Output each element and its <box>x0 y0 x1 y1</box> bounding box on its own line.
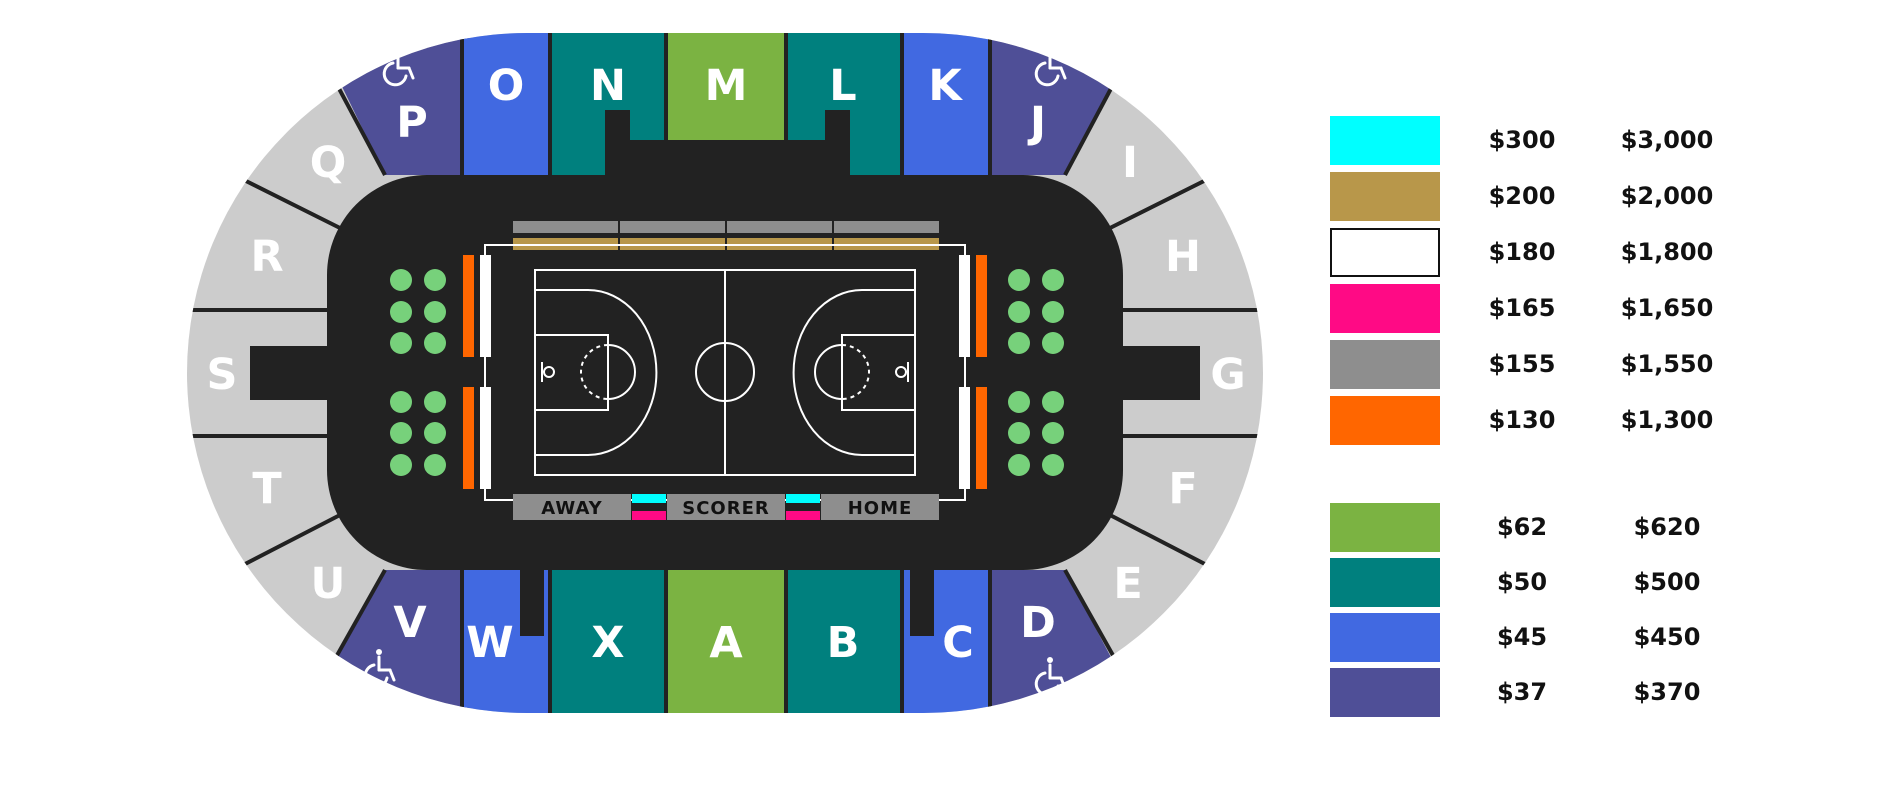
section-label-k: K <box>928 61 963 111</box>
legend-row: $180 $1,800 <box>1330 228 1750 277</box>
seating-map: AWAY SCORER HOME <box>187 0 1263 760</box>
section-label-h: H <box>1165 232 1201 282</box>
legend-swatch <box>1330 503 1440 552</box>
legend-price-alt: $370 <box>1633 678 1701 706</box>
legend-price: $200 <box>1488 182 1556 210</box>
wheelchair-icon <box>1034 657 1067 697</box>
legend-price-alt: $1,800 <box>1620 238 1714 266</box>
legend-swatch <box>1330 340 1440 389</box>
section-a[interactable] <box>667 570 785 760</box>
legend-price-alt: $1,550 <box>1620 350 1714 378</box>
legend-price-alt: $3,000 <box>1620 126 1714 154</box>
section-label-b: B <box>827 618 860 668</box>
courtside-seats[interactable] <box>390 269 1064 476</box>
legend-swatch <box>1330 172 1440 221</box>
section-label-f: F <box>1168 464 1197 514</box>
section-label-i: I <box>1122 138 1138 188</box>
legend-price: $45 <box>1496 623 1548 651</box>
section-label-d: D <box>1020 598 1056 648</box>
scorer-table-label: SCORER <box>682 498 770 519</box>
section-label-l: L <box>829 61 856 111</box>
legend-row: $155 $1,550 <box>1330 340 1750 389</box>
legend-row: $50 $500 <box>1330 558 1750 607</box>
wheelchair-icon <box>382 47 415 87</box>
legend-price-alt: $620 <box>1633 513 1701 541</box>
section-label-a: A <box>709 618 743 668</box>
section-x[interactable] <box>551 570 666 760</box>
legend-price: $37 <box>1496 678 1548 706</box>
section-label-g: G <box>1210 350 1245 400</box>
legend-price: $62 <box>1496 513 1548 541</box>
away-bench-label: AWAY <box>541 498 602 519</box>
legend-swatch <box>1330 396 1440 445</box>
section-label-s: S <box>207 350 238 400</box>
legend-price-alt: $1,300 <box>1620 406 1714 434</box>
section-label-q: Q <box>310 138 347 188</box>
legend-price: $165 <box>1488 294 1556 322</box>
section-label-t: T <box>252 464 282 514</box>
wheelchair-icon <box>1034 47 1067 87</box>
legend-price: $300 <box>1488 126 1556 154</box>
legend-price-alt: $450 <box>1633 623 1701 651</box>
home-bench-label: HOME <box>848 498 913 519</box>
legend-price: $130 <box>1488 406 1556 434</box>
wheelchair-icon <box>363 649 396 689</box>
section-k[interactable] <box>902 0 990 175</box>
section-b[interactable] <box>786 570 901 760</box>
section-label-c: C <box>942 618 974 668</box>
legend-swatch <box>1330 613 1440 662</box>
section-label-v: V <box>393 598 427 648</box>
section-label-r: R <box>250 232 283 282</box>
legend-swatch <box>1330 558 1440 607</box>
section-label-m: M <box>705 61 748 111</box>
legend-price-alt: $500 <box>1633 568 1701 596</box>
legend-row: $200 $2,000 <box>1330 172 1750 221</box>
legend-swatch <box>1330 284 1440 333</box>
legend-swatch <box>1330 228 1440 277</box>
legend-row: $300 $3,000 <box>1330 116 1750 165</box>
legend-price-alt: $1,650 <box>1620 294 1714 322</box>
section-label-j: J <box>1027 98 1046 148</box>
section-o[interactable] <box>462 0 550 175</box>
section-label-n: N <box>590 61 626 111</box>
section-label-w: W <box>466 618 513 668</box>
legend-row: $165 $1,650 <box>1330 284 1750 333</box>
legend-price-alt: $2,000 <box>1620 182 1714 210</box>
section-label-x: X <box>591 618 624 668</box>
section-label-e: E <box>1113 559 1142 609</box>
legend-row: $130 $1,300 <box>1330 396 1750 445</box>
legend-row: $62 $620 <box>1330 503 1750 552</box>
legend-price: $50 <box>1496 568 1548 596</box>
court <box>463 221 987 520</box>
legend-row: $37 $370 <box>1330 668 1750 717</box>
section-label-o: O <box>488 61 525 111</box>
section-label-p: P <box>396 98 428 148</box>
section-label-u: U <box>311 559 346 609</box>
legend-price: $180 <box>1488 238 1556 266</box>
legend-price: $155 <box>1488 350 1556 378</box>
legend-swatch <box>1330 116 1440 165</box>
legend-swatch <box>1330 668 1440 717</box>
legend-row: $45 $450 <box>1330 613 1750 662</box>
